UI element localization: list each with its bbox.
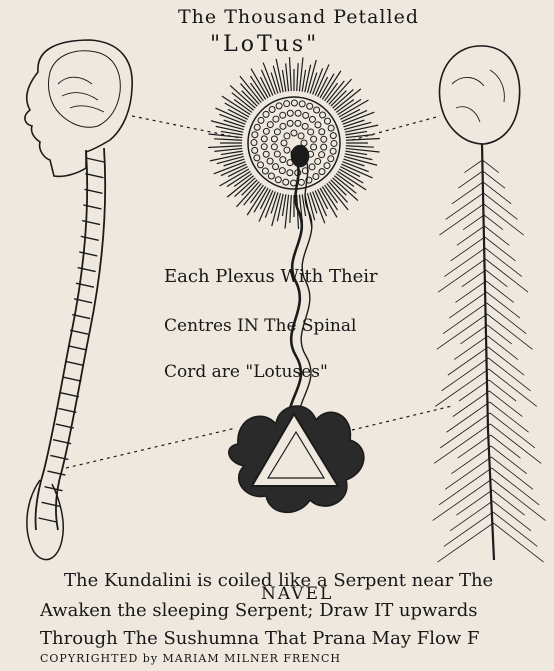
copyright-notice: COPYRIGHTED by MARIAM MILNER FRENCH [40, 652, 341, 665]
bottom-caption-line-3: Awaken the sleeping Serpent; Draw IT upw… [40, 600, 478, 621]
thousand-petal-lotus-icon [208, 57, 380, 229]
title-line-1: The Thousand Petalled [178, 6, 419, 28]
head-and-spine-figure [25, 40, 132, 560]
base-lotus-icon [229, 406, 364, 512]
plexus-caption-line-2: Centres IN The Spinal [164, 316, 356, 336]
brain-and-nerves-figure [433, 46, 546, 562]
bottom-caption-line-4: Through The Sushumna That Prana May Flow… [40, 628, 479, 649]
title-line-2: "LoTus" [210, 32, 319, 57]
connector-lines [66, 116, 452, 468]
plexus-caption-line-3: Cord are "Lotuses" [164, 362, 328, 382]
plexus-caption-line-1: Each Plexus With Their [164, 266, 378, 287]
